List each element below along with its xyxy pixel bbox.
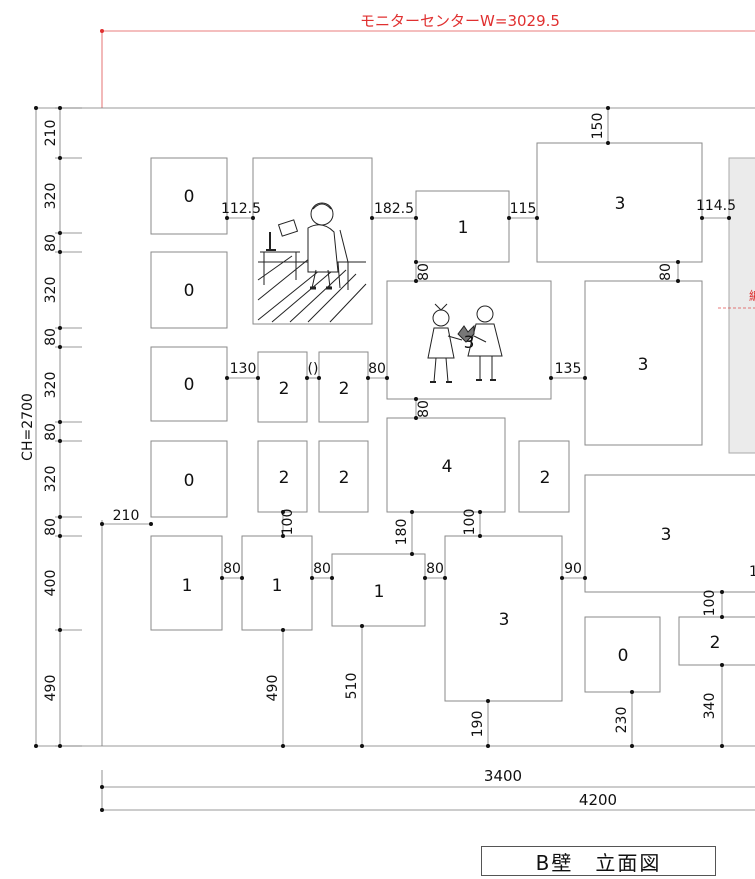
drawing-title: B壁 立面図	[481, 846, 716, 876]
frame-label: 1	[374, 582, 385, 602]
gap-label: 490	[265, 675, 281, 702]
vdim-210: 210	[43, 120, 59, 147]
frame-label: 3	[615, 194, 626, 214]
vdim-80-b: 80	[43, 328, 59, 346]
gap-dimension-lines	[102, 108, 729, 746]
writer-illustration	[257, 202, 367, 323]
gap-label: 80	[416, 263, 432, 281]
frames: 0 0 0 0	[150, 142, 755, 702]
frame-label: 1	[272, 576, 283, 596]
vdim-320-c: 320	[43, 372, 59, 399]
frame-label: 1	[458, 218, 469, 238]
vdim-320-b: 320	[43, 277, 59, 304]
frame-1-b	[241, 535, 313, 631]
gap-label: 80	[426, 561, 444, 577]
frame-label: 3	[464, 333, 475, 353]
frame-3-right	[584, 280, 703, 446]
frame-label: 1	[182, 576, 193, 596]
gap-label: 80	[313, 561, 331, 577]
vertical-dimension-dots	[34, 106, 62, 748]
gap-label: 210	[113, 508, 140, 524]
gap-label: 180	[394, 519, 410, 546]
gap-label: 90	[564, 561, 582, 577]
illustration-girls-frame	[386, 280, 552, 400]
frame-2-c	[257, 440, 308, 513]
frame-0-b	[150, 251, 228, 329]
dim-3400-dot	[100, 785, 104, 789]
side-panel	[728, 157, 755, 454]
frame-0-d	[150, 440, 228, 518]
gap-label: 80	[658, 263, 674, 281]
vdim-490: 490	[43, 675, 59, 702]
frame-3-bottom	[444, 535, 563, 702]
frame-0-c	[150, 346, 228, 422]
gap-label: 135	[555, 361, 582, 377]
gap-label: 182.5	[374, 201, 414, 217]
gap-label: 340	[702, 693, 718, 720]
monitor-center-label: モニターセンターW=3029.5	[360, 12, 560, 30]
frame-1-c	[331, 553, 426, 627]
vdim-400: 400	[43, 570, 59, 597]
gap-label: 80	[368, 361, 386, 377]
frame-label: 4	[442, 457, 453, 477]
frame-2-bottom-right	[678, 616, 755, 666]
frame-label: 0	[184, 471, 195, 491]
gap-label: 510	[344, 673, 360, 700]
gap-label: 112.5	[221, 201, 261, 217]
drawing-title-text: B壁 立面図	[535, 850, 662, 875]
gap-label: 100	[462, 509, 478, 536]
frame-3-lower-right	[584, 474, 755, 593]
gap-label: 150	[590, 113, 606, 140]
frame-2-b	[318, 351, 369, 423]
dim-4200-label: 4200	[579, 791, 617, 809]
gap-label: 100	[280, 509, 296, 536]
frame-label: 0	[184, 375, 195, 395]
edge-fragment-2: 1	[749, 564, 755, 580]
frame-2-e	[518, 440, 570, 513]
frame-4	[386, 417, 506, 513]
gap-label: 130	[230, 361, 257, 377]
vdim-320-a: 320	[43, 183, 59, 210]
girls-illustration	[427, 303, 503, 383]
frame-3-top	[536, 142, 703, 263]
frame-label: 3	[638, 355, 649, 375]
edge-fragment: 編	[749, 288, 755, 303]
dim-3400-label: 3400	[484, 767, 522, 785]
gap-label: 80	[416, 400, 432, 418]
gap-label: 114.5	[696, 198, 736, 214]
frame-label: 0	[618, 646, 629, 666]
frame-label: 3	[661, 525, 672, 545]
frame-label: 0	[184, 281, 195, 301]
frame-1-a	[150, 535, 223, 631]
vertical-dimension-ticks	[55, 107, 82, 747]
gap-label: ()	[308, 361, 319, 377]
vdim-80-c: 80	[43, 423, 59, 441]
frame-2-a	[257, 351, 308, 423]
frame-label: 3	[499, 610, 510, 630]
frame-0-a	[150, 157, 228, 235]
monitor-center-dot	[100, 29, 104, 33]
gap-label: 115	[510, 201, 537, 217]
frame-1-top	[415, 190, 510, 263]
gap-label: 100	[702, 590, 718, 617]
frame-2-d	[318, 440, 369, 513]
vdim-320-d: 320	[43, 466, 59, 493]
dim-4200-dot	[100, 808, 104, 812]
ceiling-height-label: CH=2700	[20, 393, 36, 461]
gap-dimension-dots	[100, 106, 731, 748]
frame-0-bottom	[584, 616, 661, 693]
vdim-80-d: 80	[43, 518, 59, 536]
gap-label: 230	[614, 707, 630, 734]
frame-label: 2	[540, 468, 551, 488]
frame-label: 2	[710, 633, 721, 653]
frame-label: 0	[184, 187, 195, 207]
frame-label: 2	[339, 468, 350, 488]
frame-label: 2	[279, 468, 290, 488]
frame-label: 2	[339, 379, 350, 399]
gap-label: 80	[223, 561, 241, 577]
gap-label: 190	[470, 711, 486, 738]
vdim-80-a: 80	[43, 234, 59, 252]
frame-label: 2	[279, 379, 290, 399]
